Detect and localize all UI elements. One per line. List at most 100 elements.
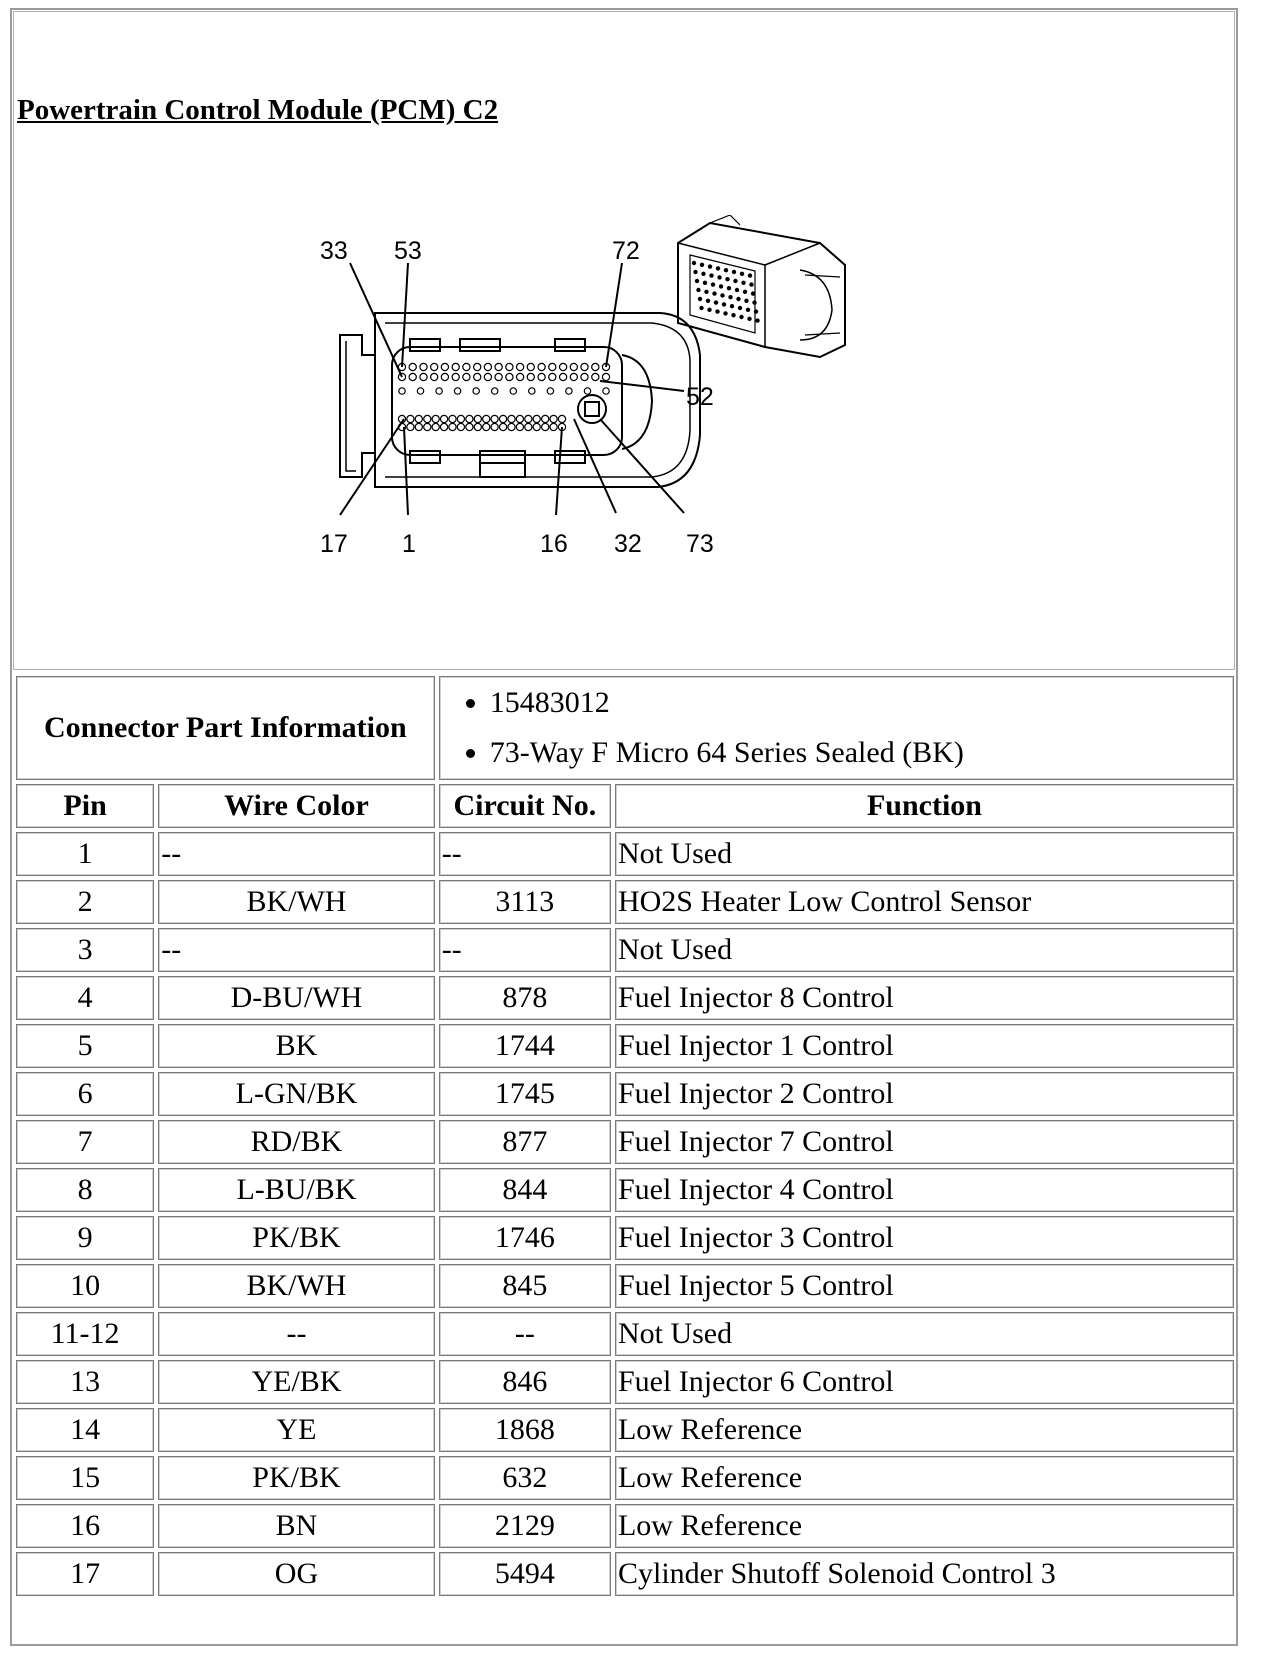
circuit-cell: 632 — [438, 1456, 611, 1500]
pin-cell: 17 — [16, 1552, 155, 1596]
connector-diagram: 33 53 72 52 17 1 16 32 73 — [320, 215, 846, 558]
wire-color-cell: RD/BK — [158, 1120, 435, 1164]
wire-color-cell: BK — [158, 1024, 435, 1068]
circuit-cell: 877 — [438, 1120, 611, 1164]
pin-cell: 16 — [16, 1504, 155, 1548]
pin-cell: 6 — [16, 1072, 155, 1116]
diagram-cell — [13, 11, 1235, 670]
wire-color-cell: PK/BK — [158, 1216, 435, 1260]
wire-color-cell: -- — [158, 1312, 435, 1356]
callout-73: 73 — [686, 530, 714, 558]
callout-52: 52 — [686, 383, 714, 411]
pin-cell: 8 — [16, 1168, 155, 1212]
circuit-cell: 1746 — [438, 1216, 611, 1260]
connector-part-number: 15483012 — [490, 678, 1231, 728]
circuit-cell: 1745 — [438, 1072, 611, 1116]
pin-cell: 1 — [16, 832, 155, 876]
header-circuit-no: Circuit No. — [438, 784, 611, 828]
callout-32: 32 — [614, 530, 642, 558]
function-cell: Not Used — [614, 832, 1234, 876]
wire-color-cell: PK/BK — [158, 1456, 435, 1500]
callout-17: 17 — [320, 530, 348, 558]
function-cell: Low Reference — [614, 1456, 1234, 1500]
pin-cell: 10 — [16, 1264, 155, 1308]
function-cell: Not Used — [614, 928, 1234, 972]
circuit-cell: -- — [438, 928, 611, 972]
callout-16: 16 — [540, 530, 568, 558]
pin-cell: 4 — [16, 976, 155, 1020]
header-row: Pin Wire Color Circuit No. Function — [16, 784, 1234, 828]
function-cell: Fuel Injector 4 Control — [614, 1168, 1234, 1212]
circuit-cell: 1868 — [438, 1408, 611, 1452]
wire-color-cell: L-BU/BK — [158, 1168, 435, 1212]
circuit-cell: 2129 — [438, 1504, 611, 1548]
wire-color-cell: L-GN/BK — [158, 1072, 435, 1116]
connector-info-list-cell: 15483012 73-Way F Micro 64 Series Sealed… — [438, 676, 1234, 780]
function-cell: Fuel Injector 8 Control — [614, 976, 1234, 1020]
function-cell: Low Reference — [614, 1504, 1234, 1548]
connector-info-label: Connector Part Information — [16, 676, 435, 780]
pin-cell: 5 — [16, 1024, 155, 1068]
page-frame — [10, 8, 1238, 1646]
function-cell: Fuel Injector 5 Control — [614, 1264, 1234, 1308]
page-title: Powertrain Control Module (PCM) C2 — [17, 94, 499, 126]
connector-description: 73-Way F Micro 64 Series Sealed (BK) — [490, 728, 1231, 778]
function-cell: Cylinder Shutoff Solenoid Control 3 — [614, 1552, 1234, 1596]
function-cell: Fuel Injector 7 Control — [614, 1120, 1234, 1164]
wire-color-cell: BN — [158, 1504, 435, 1548]
pin-cell: 9 — [16, 1216, 155, 1260]
callout-53: 53 — [394, 237, 422, 265]
wire-color-cell: YE — [158, 1408, 435, 1452]
pin-cell: 15 — [16, 1456, 155, 1500]
pinout-table: Connector Part Information 15483012 73-W… — [12, 672, 1238, 1600]
connector-info-list: 15483012 73-Way F Micro 64 Series Sealed… — [442, 678, 1231, 778]
circuit-cell: 844 — [438, 1168, 611, 1212]
function-cell: Fuel Injector 6 Control — [614, 1360, 1234, 1404]
wire-color-cell: -- — [158, 928, 435, 972]
circuit-cell: 1744 — [438, 1024, 611, 1068]
callout-1: 1 — [402, 530, 416, 558]
wire-color-cell: BK/WH — [158, 1264, 435, 1308]
connector-info-row: Connector Part Information 15483012 73-W… — [16, 676, 1234, 780]
circuit-cell: 5494 — [438, 1552, 611, 1596]
table-row: 3----Not Used — [16, 928, 1234, 972]
header-pin: Pin — [16, 784, 155, 828]
function-cell: Fuel Injector 2 Control — [614, 1072, 1234, 1116]
wire-color-cell: OG — [158, 1552, 435, 1596]
function-cell: Not Used — [614, 1312, 1234, 1356]
function-cell: Fuel Injector 3 Control — [614, 1216, 1234, 1260]
callout-72: 72 — [612, 237, 640, 265]
pin-cell: 14 — [16, 1408, 155, 1452]
function-cell: Fuel Injector 1 Control — [614, 1024, 1234, 1068]
circuit-cell: 845 — [438, 1264, 611, 1308]
pin-cell: 2 — [16, 880, 155, 924]
table-row: 1----Not Used — [16, 832, 1234, 876]
function-cell: Low Reference — [614, 1408, 1234, 1452]
pin-cell: 11-12 — [16, 1312, 155, 1356]
header-wire-color: Wire Color — [158, 784, 435, 828]
circuit-cell: 846 — [438, 1360, 611, 1404]
circuit-cell: -- — [438, 1312, 611, 1356]
header-function: Function — [614, 784, 1234, 828]
pin-cell: 3 — [16, 928, 155, 972]
table-row: 11-12----Not Used — [16, 1312, 1234, 1356]
wire-color-cell: BK/WH — [158, 880, 435, 924]
pin-cell: 13 — [16, 1360, 155, 1404]
circuit-cell: 878 — [438, 976, 611, 1020]
callout-33: 33 — [320, 237, 348, 265]
wire-color-cell: -- — [158, 832, 435, 876]
